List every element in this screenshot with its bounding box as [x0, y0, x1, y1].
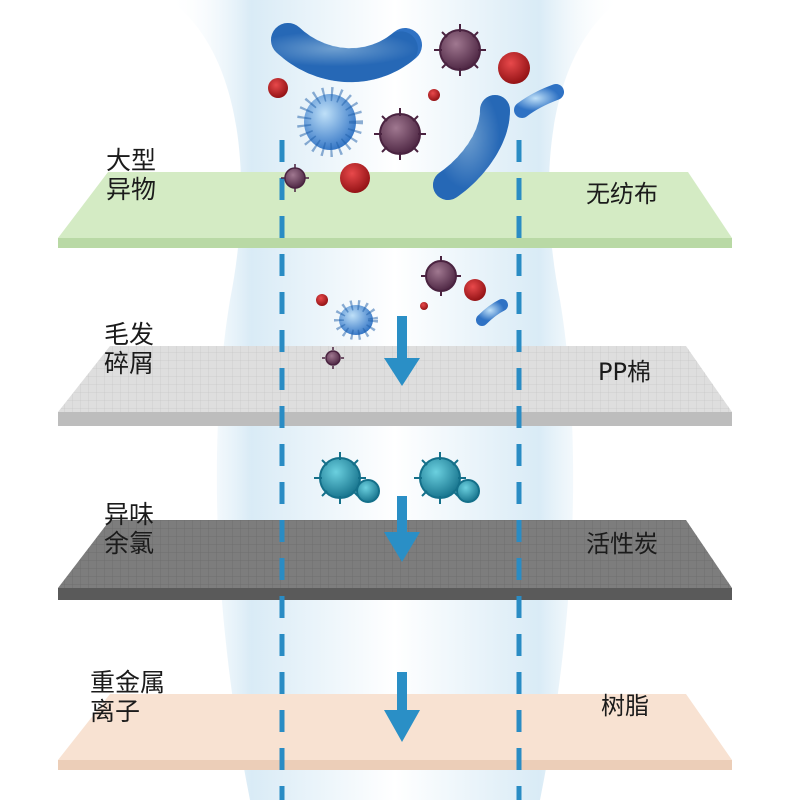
particle-icon	[420, 302, 428, 310]
contaminant-label-3: 异味 余氯	[104, 500, 155, 558]
filter-name-3: 活性炭	[586, 530, 658, 558]
bacteria-icon	[271, 23, 422, 82]
particle-icon	[498, 52, 530, 84]
bacteria-icon	[334, 300, 378, 340]
contaminant-label-1: 大型 异物	[106, 146, 157, 204]
particle-icon	[316, 294, 328, 306]
bacteria-icon	[433, 95, 510, 200]
down-arrow-icon	[384, 316, 420, 386]
layer-nonwoven	[58, 172, 732, 248]
virus-icon	[314, 452, 380, 504]
particle-icon	[428, 89, 440, 101]
virus-icon	[322, 347, 344, 369]
filter-name-1: 无纺布	[586, 180, 658, 208]
particle-icon	[268, 78, 288, 98]
filter-name-2: PP棉	[598, 358, 651, 386]
down-arrow-icon	[384, 672, 420, 742]
contaminant-label-2: 毛发 碎屑	[104, 320, 155, 378]
virus-icon	[281, 164, 309, 192]
particle-icon	[464, 279, 486, 301]
layer-pp	[58, 346, 732, 426]
layer-carbon	[58, 520, 732, 600]
virus-icon	[434, 24, 486, 76]
down-arrow-icon	[384, 496, 420, 562]
virus-icon	[414, 452, 480, 504]
contaminant-label-4: 重金属 离子	[90, 668, 166, 726]
bacteria-icon	[514, 84, 564, 118]
filter-name-4: 树脂	[601, 692, 649, 720]
virus-icon	[421, 256, 461, 296]
bacteria-icon	[476, 299, 508, 326]
bacteria-icon	[297, 87, 363, 157]
particle-icon	[340, 163, 370, 193]
virus-icon	[374, 108, 426, 160]
